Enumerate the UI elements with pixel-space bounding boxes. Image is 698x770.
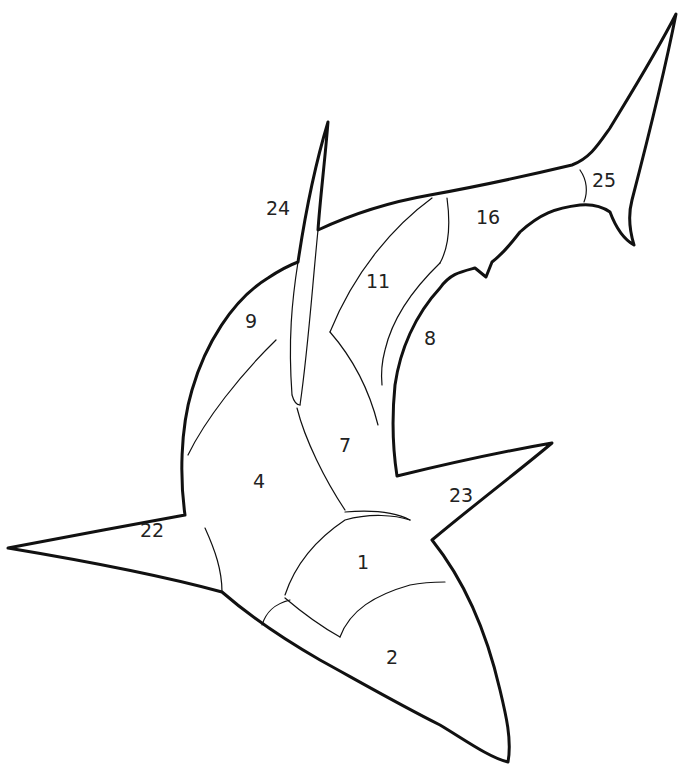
callout-number: 8 [424, 329, 436, 348]
callout-number: 9 [245, 312, 257, 331]
callout-number: 11 [366, 272, 390, 291]
callout-number: 7 [339, 436, 351, 455]
callout-number: 24 [266, 199, 290, 218]
callout-number: 22 [140, 521, 164, 540]
callout-number: 16 [476, 208, 500, 227]
callout-number: 23 [449, 486, 473, 505]
region-lines [188, 170, 586, 637]
callout-number: 1 [357, 553, 369, 572]
callout-number: 4 [253, 472, 265, 491]
shark-outline [8, 14, 676, 762]
callout-number: 25 [592, 171, 616, 190]
callout-number: 2 [386, 648, 398, 667]
